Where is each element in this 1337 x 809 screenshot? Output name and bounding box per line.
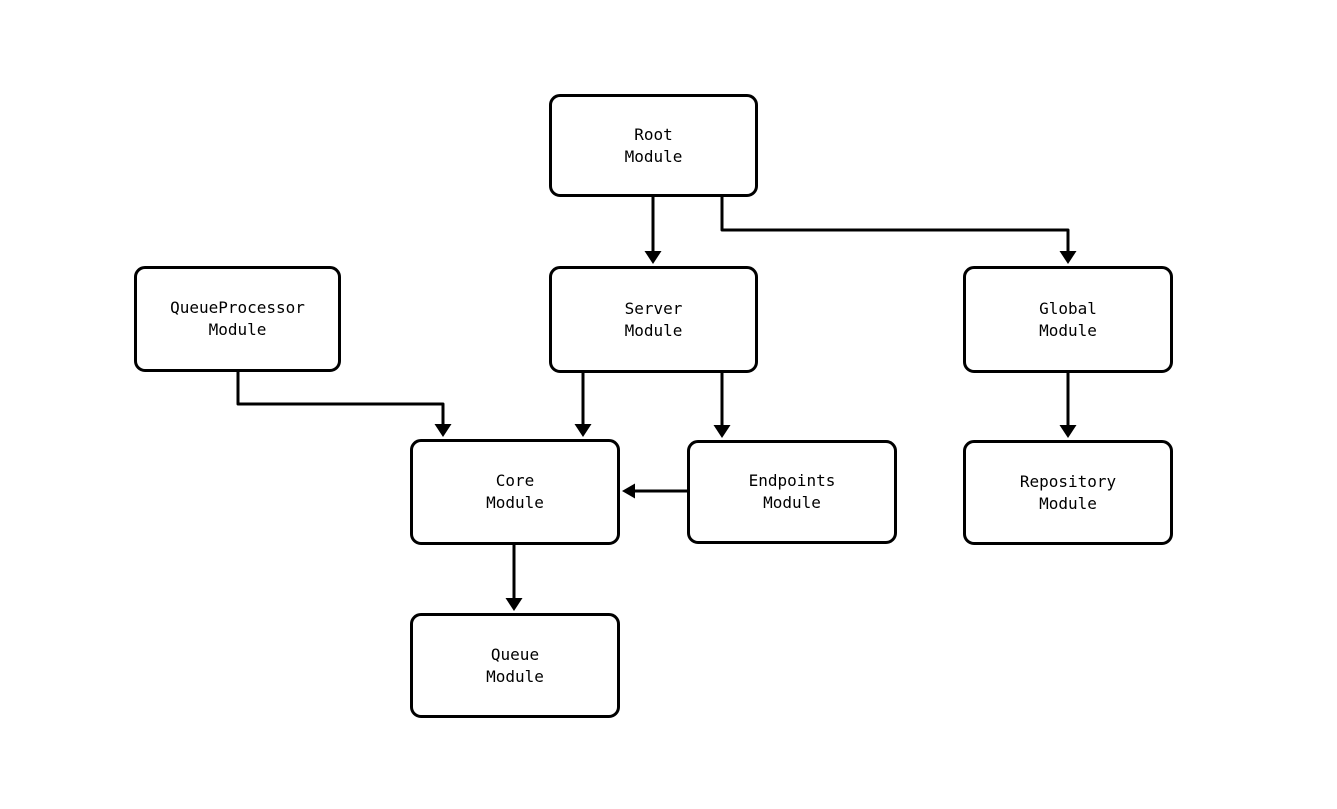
node-endpoints-module[interactable]: Endpoints Module xyxy=(687,440,897,544)
edge-queueprocessor-core xyxy=(236,372,445,429)
arrowhead-queueprocessor-core xyxy=(434,424,452,437)
node-server-module[interactable]: Server Module xyxy=(549,266,758,373)
node-root-module-suffix: Module xyxy=(624,146,683,166)
node-repository-module[interactable]: Repository Module xyxy=(963,440,1173,545)
arrowhead-endpoints-core xyxy=(622,483,635,499)
edge-root-global xyxy=(720,197,1070,256)
node-queue-module-suffix: Module xyxy=(486,666,544,686)
node-repository-module-name: Repository xyxy=(1019,471,1117,491)
node-endpoints-module-name: Endpoints xyxy=(748,471,836,490)
node-global-module-name: Global xyxy=(1039,298,1097,318)
arrowhead-server-core xyxy=(574,424,592,437)
arrowhead-core-queue xyxy=(505,598,523,611)
node-queueprocessor-module-name: QueueProcessor xyxy=(170,298,305,317)
node-root-module[interactable]: Root Module xyxy=(549,94,758,197)
node-server-module-suffix: Module xyxy=(624,320,683,340)
node-endpoints-module-suffix: Module xyxy=(763,493,821,512)
node-queueprocessor-module[interactable]: QueueProcessor Module xyxy=(134,266,341,372)
arrowhead-root-server xyxy=(644,251,662,264)
node-global-module-suffix: Module xyxy=(1039,320,1097,340)
node-global-module[interactable]: Global Module xyxy=(963,266,1173,373)
node-server-module-name: Server xyxy=(624,298,683,318)
node-repository-module-suffix: Module xyxy=(1039,493,1097,513)
arrowhead-server-endpoints xyxy=(713,425,731,438)
node-core-module-name: Core xyxy=(495,471,535,490)
node-core-module-suffix: Module xyxy=(486,493,544,512)
node-core-module[interactable]: Core Module xyxy=(410,439,620,545)
node-queueprocessor-module-suffix: Module xyxy=(208,320,267,339)
node-queue-module[interactable]: Queue Module xyxy=(410,613,620,718)
arrowhead-global-repository xyxy=(1059,425,1077,438)
node-root-module-name: Root xyxy=(634,124,673,144)
node-queue-module-name: Queue xyxy=(490,644,540,664)
arrowhead-root-global xyxy=(1059,251,1077,264)
edges-group xyxy=(236,197,1070,603)
